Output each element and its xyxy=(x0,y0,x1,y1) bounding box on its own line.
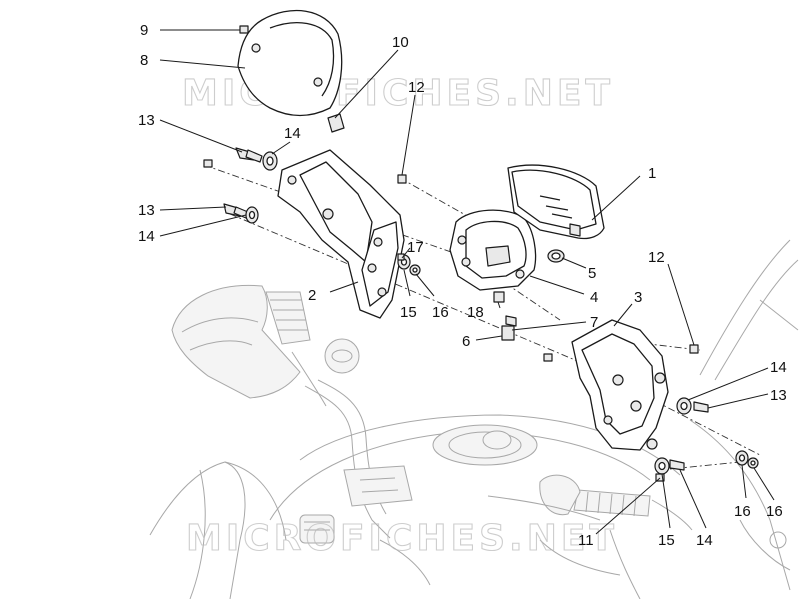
callout-leaders xyxy=(159,29,775,535)
part-fasteners-15-16-right xyxy=(735,450,759,469)
callout-2: 2 xyxy=(308,287,316,304)
callout-14-low: 15 xyxy=(658,532,675,549)
callout-13-low: 14 xyxy=(696,532,713,549)
callout-6: 6 xyxy=(462,333,470,350)
callout-9: 9 xyxy=(140,22,148,39)
callout-10: 10 xyxy=(392,34,409,51)
part-visor xyxy=(237,9,343,117)
callout-12-top: 12 xyxy=(408,79,425,96)
callout-labels: 9 8 10 12 13 14 13 14 1 5 2 17 15 16 18 … xyxy=(138,22,787,549)
part-clip-10 xyxy=(327,113,345,133)
callout-13-mid: 13 xyxy=(138,202,155,219)
callout-13-right: 13 xyxy=(770,387,787,404)
callout-12-right: 12 xyxy=(648,249,665,266)
part-bolt-13-mid xyxy=(223,203,259,224)
callout-8: 8 xyxy=(140,52,148,69)
part-bracket-3 xyxy=(543,319,669,451)
callout-5: 5 xyxy=(588,265,596,282)
part-nut-12-top xyxy=(397,174,407,184)
part-screw-9 xyxy=(239,25,249,34)
callout-18: 18 xyxy=(467,304,484,321)
part-screw-6-7 xyxy=(501,315,517,341)
callout-1: 1 xyxy=(648,165,656,182)
callout-17: 17 xyxy=(407,239,424,256)
callout-15-left: 15 xyxy=(400,304,417,321)
watermark-bottom: MICROFICHES.NET xyxy=(186,518,618,559)
callout-7: 7 xyxy=(590,314,598,331)
part-bolt-13-top xyxy=(203,147,278,171)
callout-13-top: 13 xyxy=(138,112,155,129)
part-grommet-5 xyxy=(547,249,565,263)
callout-16-left: 16 xyxy=(432,304,449,321)
callout-14-mid: 14 xyxy=(138,228,155,245)
callout-14-right: 14 xyxy=(770,359,787,376)
callout-16-right: 16 xyxy=(766,503,783,520)
part-fasteners-15-16-17 xyxy=(397,253,421,276)
part-bracket-2 xyxy=(277,149,405,319)
callout-4: 4 xyxy=(590,289,598,306)
part-dashboard-1 xyxy=(507,164,605,240)
callout-14-top: 14 xyxy=(284,125,301,142)
part-bolt-13-right xyxy=(676,397,709,415)
part-nut-12-right xyxy=(689,344,699,354)
part-instrument-housing-4 xyxy=(449,209,537,291)
callout-15-right: 16 xyxy=(734,503,751,520)
callout-3: 3 xyxy=(634,289,642,306)
part-bolt-13-low xyxy=(654,457,685,482)
callout-11: 11 xyxy=(578,532,594,549)
motorcycle-outline xyxy=(149,239,799,599)
